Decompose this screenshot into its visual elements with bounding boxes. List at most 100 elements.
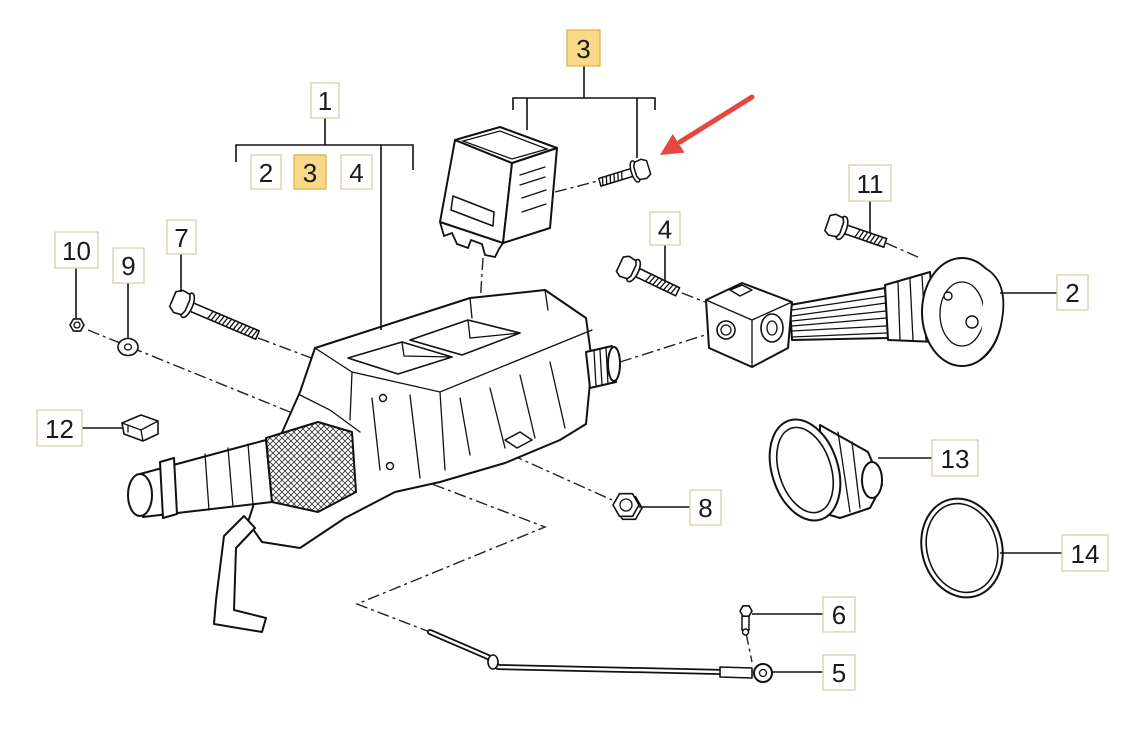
callout-box [1061,534,1109,572]
clip-edges [121,420,159,442]
bolt-thread [601,170,623,187]
column-tube-rings [204,443,254,511]
callout-clip-12[interactable]: 12 [36,409,83,447]
callout-group-1-item[interactable]: 2 [250,154,282,190]
bolt-shank [841,223,888,248]
housing-cavity-depth [401,319,521,358]
washer-9 [117,337,139,357]
bolt-shank [597,167,636,187]
shaft-flange-bolt-hole [943,291,953,301]
boot-outer-ring [768,418,842,522]
bolt-thread [644,273,678,295]
bolt-head [633,158,652,181]
callout-number: 3 [576,34,590,64]
callout-group-1-item[interactable]: 4 [340,154,373,190]
clip-12 [121,414,159,442]
callout-number: 13 [941,444,970,474]
seal-inner [925,502,999,594]
callout-number: 1 [318,86,332,116]
callout-shaft-2[interactable]: 2 [1056,274,1089,311]
callout-box [310,82,340,119]
seal-14 [920,497,1004,599]
alignment-line-module-bolt [554,180,599,193]
callout-box [822,654,856,691]
callout-washer-9[interactable]: 9 [112,247,145,284]
washer-body [117,337,139,357]
column-tube-collar [159,457,178,519]
bolt-head [168,289,191,316]
callout-box [566,29,601,67]
callout-number: 14 [1071,539,1100,569]
column-tube-end [127,473,153,517]
callout-number: 4 [658,215,672,245]
part-6-tip [741,628,750,636]
housing-hole [378,393,388,403]
nut-hole [73,321,81,329]
module-vents [519,166,547,213]
callout-top-group[interactable]: 3 [566,29,601,67]
callout-number: 2 [1065,278,1079,308]
callout-box [649,211,681,246]
bolt-11 [824,213,888,248]
module-label-window [450,195,495,227]
callout-number: 11 [857,169,884,199]
nut-8 [612,492,643,521]
alignment-line-nut-washer [87,329,291,413]
boot-cone-ribs [837,431,861,513]
callout-box [1056,274,1089,311]
boot-inner-ring [775,426,835,514]
callout-number: 12 [45,414,74,444]
callout-bolt-7[interactable]: 7 [166,219,197,255]
callout-cable-5[interactable]: 5 [822,654,856,691]
module-connectors [439,221,504,259]
leader-lines [75,66,1062,673]
callout-box [340,154,373,190]
callout-box [36,409,83,447]
clip-body [121,414,159,442]
column-tube [139,439,273,518]
housing-tab [504,431,533,449]
callout-part-6[interactable]: 6 [822,596,856,633]
leader-top-group [512,66,656,158]
bolt-head [615,255,637,280]
shaft-ujoint-bore [716,320,736,340]
alignment-line-shaft [619,334,706,363]
callout-box [822,596,856,633]
callout-boot-13[interactable]: 13 [931,439,979,477]
callout-group-1[interactable]: 1 [310,82,340,119]
callout-number: 2 [259,158,273,188]
callout-number: 9 [121,251,135,281]
callout-bolt-4[interactable]: 4 [649,211,681,246]
callout-nut-8[interactable]: 8 [689,489,722,526]
callout-box [293,154,327,190]
arrow-head [660,134,685,155]
callout-group-1-item[interactable]: 3 [293,154,327,190]
part-6-stem [741,615,750,631]
cable-5 [427,629,773,683]
nut-body [612,492,640,518]
part-6 [739,604,753,636]
callout-nut-10[interactable]: 10 [54,231,99,269]
column-housing [127,289,621,633]
bolt-7 [168,289,261,340]
callout-bolt-11[interactable]: 11 [848,164,892,202]
callout-number: 10 [62,236,91,266]
callout-number: 6 [832,600,846,630]
housing-hole [385,461,395,471]
callout-box [931,439,979,477]
callout-box [112,247,145,284]
callout-number: 7 [174,223,188,253]
shaft-flange-bolt-hole [965,315,979,329]
column-sleeve-knurled [265,421,357,513]
callout-seal-14[interactable]: 14 [1061,534,1109,572]
callout-box [166,219,197,255]
alignment-line-bolt-11 [885,242,921,259]
alignment-line-part-6 [745,632,753,663]
callout-box [250,154,282,190]
shaft-ujoint-bore-spline [720,324,732,336]
seal-outer [920,497,1004,599]
washer-hole [123,343,133,351]
adjust-lever [213,515,267,633]
bolt-shank [186,301,261,340]
